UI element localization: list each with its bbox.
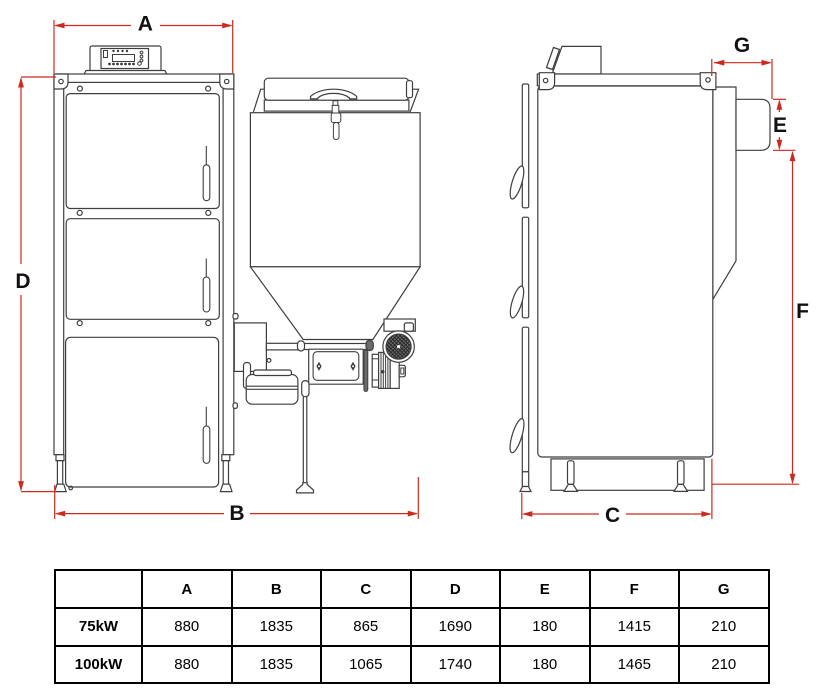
svg-text:G: G bbox=[734, 34, 750, 57]
svg-text:C: C bbox=[605, 504, 620, 527]
svg-text:B: B bbox=[229, 502, 244, 525]
svg-text:F: F bbox=[796, 300, 809, 323]
svg-text:A: A bbox=[138, 13, 153, 36]
svg-text:E: E bbox=[773, 114, 787, 137]
svg-text:D: D bbox=[15, 270, 30, 293]
